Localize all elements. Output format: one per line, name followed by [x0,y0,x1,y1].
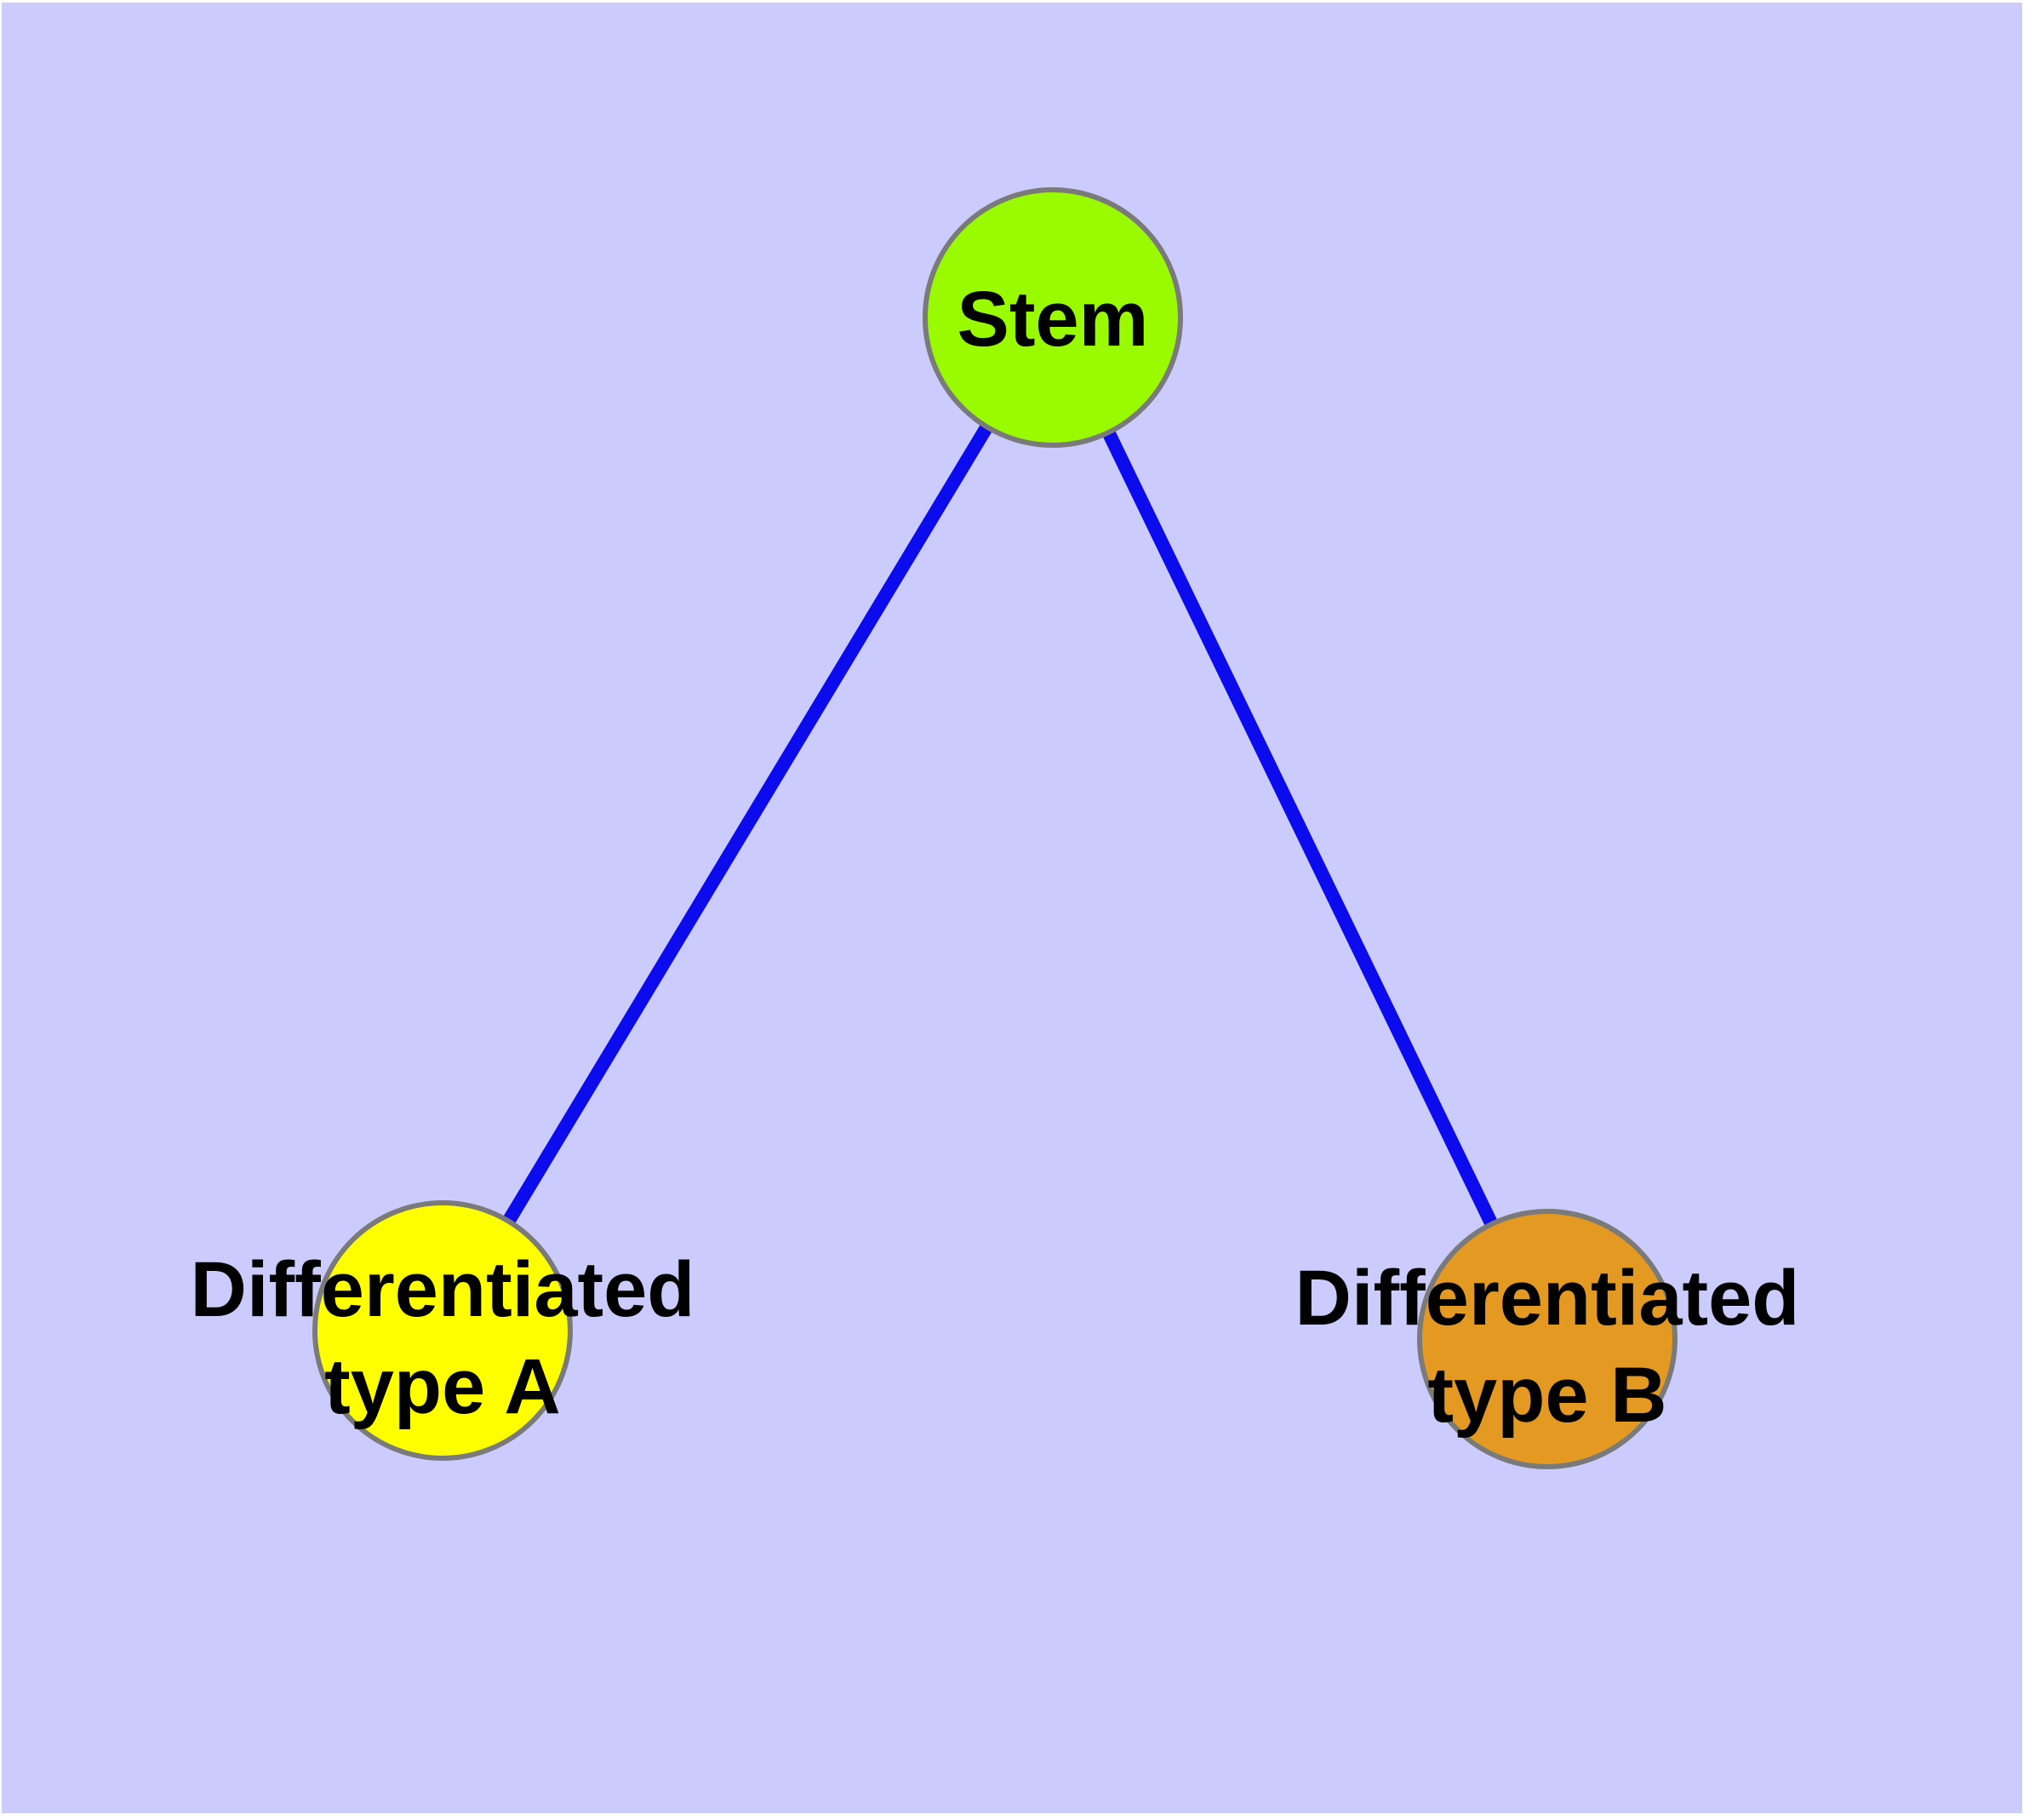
edge-stem-to-type-a [437,313,1059,1335]
node-type-a-label-line1: Differentiated [191,1246,695,1333]
node-stem-label: Stem [957,276,1149,363]
edge-stem-to-type-b [1046,314,1554,1342]
node-type-b-label-line1: Differentiated [1295,1255,1800,1342]
node-type-b-label-line2: type B [1427,1352,1666,1439]
node-type-a-label-line2: type A [324,1343,561,1430]
node-differentiated-type-b [1417,1209,1677,1469]
node-stem [923,187,1183,448]
node-differentiated-type-a [312,1200,573,1461]
